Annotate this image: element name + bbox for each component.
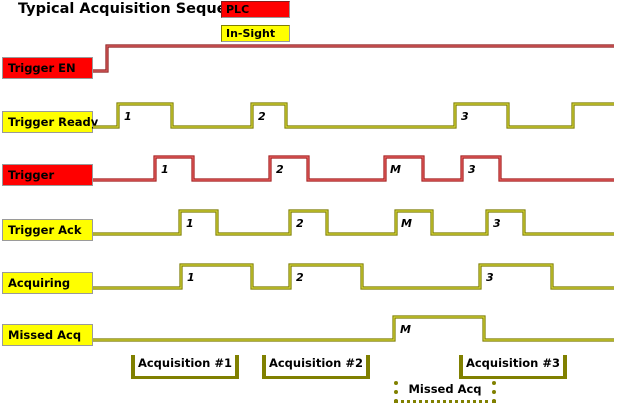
pulse-label-trigger-ack-3: 3	[493, 217, 501, 230]
pulse-label-trigger-2: 2	[276, 163, 284, 176]
pulse-label-trigger-ack-2: 2	[296, 217, 304, 230]
trace-acquiring	[93, 263, 614, 290]
pulse-label-trigger-3: 3	[468, 163, 476, 176]
acquisition-label-1: Acquisition #1	[137, 356, 233, 370]
legend-item-in-sight: In-Sight	[221, 25, 290, 42]
trace-trigger-ready	[93, 102, 614, 129]
pulse-label-acquiring-1: 1	[187, 271, 195, 284]
pulse-label-trigger-ack-1: 1	[186, 217, 194, 230]
pulse-label-acquiring-3: 3	[486, 271, 494, 284]
signal-label-missed-acq: Missed Acq	[2, 324, 93, 346]
missed-acq-bracket: Missed Acq	[394, 381, 496, 403]
pulse-label-trigger-ready-2: 2	[258, 110, 266, 123]
trace-trigger-en	[93, 44, 614, 73]
pulse-label-trigger-1: 1	[161, 163, 169, 176]
pulse-label-trigger-ack-m: M	[401, 217, 412, 230]
signal-label-trigger-en: Trigger EN	[2, 57, 93, 79]
trace-trigger	[93, 155, 614, 182]
trace-missed-acq	[93, 315, 614, 342]
legend-label-plc: PLC	[226, 3, 250, 16]
acquisition-bracket-1: Acquisition #1	[131, 355, 239, 379]
acquisition-label-2: Acquisition #2	[268, 356, 364, 370]
acquisition-label-3: Acquisition #3	[465, 356, 561, 370]
pulse-label-trigger-m: M	[390, 163, 401, 176]
missed-acq-label: Missed Acq	[408, 382, 482, 396]
trace-trigger-ack	[93, 209, 614, 236]
page-title: Typical Acquisition Sequence	[18, 1, 256, 17]
pulse-label-trigger-ready-1: 1	[124, 110, 132, 123]
signal-label-trigger-ready: Trigger Ready	[2, 111, 98, 133]
signal-label-trigger: Trigger	[2, 164, 93, 186]
legend-label-in-sight: In-Sight	[226, 27, 276, 40]
acquisition-bracket-2: Acquisition #2	[262, 355, 370, 379]
acquisition-bracket-3: Acquisition #3	[459, 355, 567, 379]
pulse-label-trigger-ready-3: 3	[461, 110, 469, 123]
signal-label-trigger-ack: Trigger Ack	[2, 219, 93, 241]
pulse-label-acquiring-2: 2	[296, 271, 304, 284]
legend-item-plc: PLC	[221, 1, 290, 18]
pulse-label-missed-acq-m: M	[400, 323, 411, 336]
signal-label-acquiring: Acquiring	[2, 272, 93, 294]
